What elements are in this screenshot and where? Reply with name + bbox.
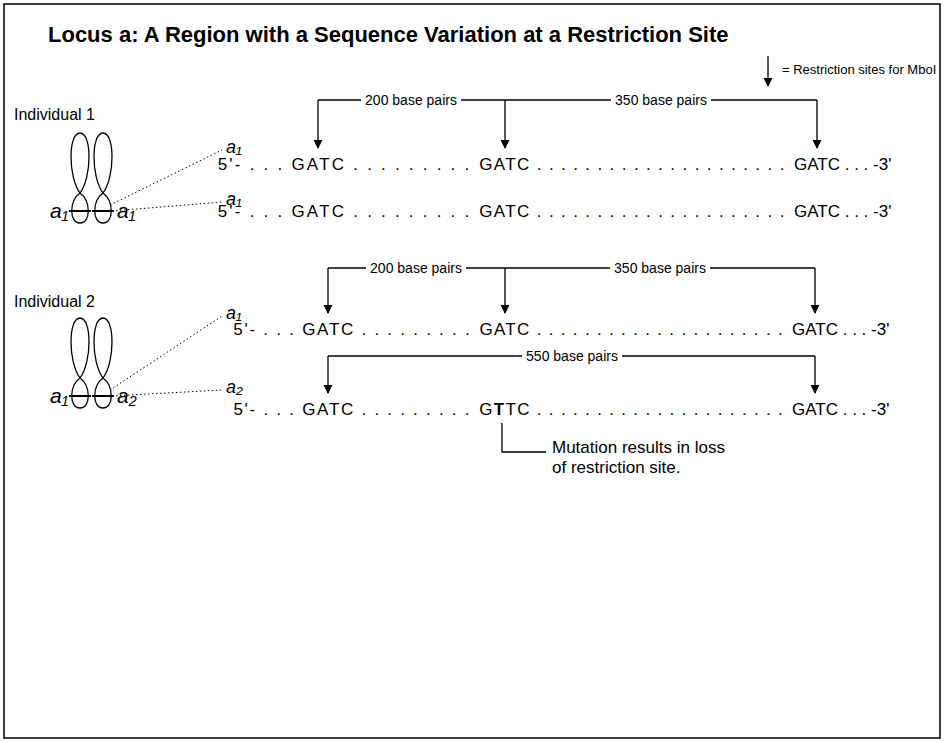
allele-label: a₁ — [50, 198, 68, 223]
dna-sequence: GATC . . . -3' — [794, 202, 891, 222]
individual-label: Individual 1 — [14, 105, 95, 124]
allele-label: a₂ — [117, 383, 137, 408]
dna-sequence: GATC . . . -3' — [794, 155, 891, 175]
dna-sequence: GTTC . . . . . . . . . . . . . . . . . .… — [479, 400, 784, 420]
dna-sequence: GATC . . . -3' — [792, 320, 889, 340]
legend-arrow — [767, 56, 768, 86]
dna-sequence: GATC . . . . . . . . . . . . . . . . . .… — [479, 202, 785, 222]
dna-sequence: 5'- . . . GATC . . . . . . . . . — [233, 400, 471, 420]
allele-label: a₁ — [117, 198, 135, 223]
dna-sequence: 5'- . . . GATC . . . . . . . . . — [218, 155, 472, 175]
dna-sequence: 5'- . . . GATC . . . . . . . . . — [233, 320, 471, 340]
bp-dimension: 200 base pairs — [361, 92, 461, 109]
bp-dimension: 350 base pairs — [611, 92, 711, 109]
dna-sequence: GATC . . . . . . . . . . . . . . . . . .… — [479, 155, 785, 175]
dna-sequence: 5'- . . . GATC . . . . . . . . . — [218, 202, 472, 222]
chromosome-pair — [69, 133, 222, 223]
bp-dimension: 200 base pairs — [366, 260, 466, 277]
allele-label: a₁ — [50, 383, 68, 408]
dna-sequence: GATC . . . . . . . . . . . . . . . . . .… — [479, 320, 784, 340]
mutation-note: Mutation results in loss of restriction … — [552, 438, 734, 479]
bp-dimension: 350 base pairs — [610, 260, 710, 277]
leader-line — [502, 423, 546, 452]
chromosome-pair — [69, 316, 222, 408]
allele-label: a₂ — [226, 377, 243, 399]
diagram-title: Locus a: A Region with a Sequence Variat… — [48, 22, 729, 48]
frame — [4, 4, 940, 738]
bp-dimension: 550 base pairs — [522, 348, 622, 365]
dna-sequence: GATC . . . -3' — [792, 400, 889, 420]
individual-label: Individual 2 — [14, 292, 95, 311]
legend-text: = Restriction sites for MboI — [782, 62, 936, 78]
